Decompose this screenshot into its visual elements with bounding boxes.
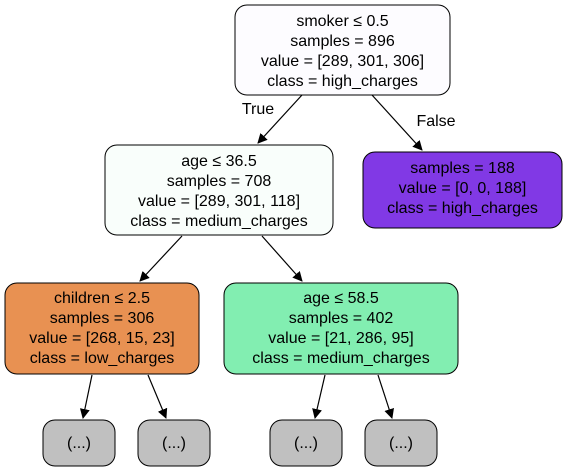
edge-n3-to-leaf2 (147, 374, 168, 419)
node-root: smoker ≤ 0.5 samples = 896 value = [289,… (234, 4, 451, 96)
node-root-line-1: smoker ≤ 0.5 (296, 13, 388, 30)
node-n4: age ≤ 58.5 samples = 402 value = [21, 28… (223, 282, 459, 375)
node-n4-line-3: value = [21, 286, 95] (268, 330, 413, 347)
node-n4-line-1: age ≤ 58.5 (303, 290, 379, 307)
leaf-node-4-label: (...) (389, 435, 413, 452)
edge-n1-to-n3 (139, 235, 183, 282)
false-edge-label: False (416, 113, 455, 130)
node-n2-box (362, 151, 563, 229)
leaf-node-3-label: (...) (294, 435, 318, 452)
leaf-node-4: (...) (364, 419, 438, 467)
node-root-box (234, 4, 451, 96)
node-n3: children ≤ 2.5 samples = 306 value = [26… (4, 282, 200, 375)
leaf-node-4-box (364, 419, 438, 467)
node-n4-line-4: class = medium_charges (252, 350, 429, 367)
edge-n3-to-leaf1 (79, 374, 93, 419)
edge-root-to-n2 (371, 94, 423, 151)
leaf-node-3-box (269, 419, 343, 467)
leaf-node-2-box (137, 419, 211, 467)
node-root-line-4: class = high_charges (267, 73, 418, 90)
leaf-node-2: (...) (137, 419, 211, 467)
node-n2-line-3: class = high_charges (387, 200, 538, 217)
node-n1-line-2: samples = 708 (167, 173, 272, 190)
edges (79, 94, 423, 419)
leaf-node-1: (...) (42, 419, 116, 467)
node-n1-box (104, 144, 334, 236)
node-n1-line-4: class = medium_charges (130, 213, 307, 230)
edge-n4-to-leaf3 (312, 374, 326, 419)
leaf-node-3: (...) (269, 419, 343, 467)
true-edge-label: True (242, 101, 274, 118)
node-n1-line-3: value = [289, 301, 118] (138, 193, 300, 210)
node-n1-line-1: age ≤ 36.5 (181, 153, 257, 170)
node-root-line-3: value = [289, 301, 306] (261, 53, 424, 70)
node-n2: samples = 188 value = [0, 0, 188] class … (362, 151, 563, 229)
edge-root-to-n1 (257, 94, 303, 144)
node-n3-line-1: children ≤ 2.5 (54, 290, 150, 307)
node-root-line-2: samples = 896 (290, 33, 395, 50)
node-n3-line-3: value = [268, 15, 23] (29, 330, 174, 347)
node-n2-line-2: value = [0, 0, 188] (399, 180, 527, 197)
node-n3-line-2: samples = 306 (50, 310, 155, 327)
node-n2-line-1: samples = 188 (410, 160, 515, 177)
edge-n1-to-n4 (261, 235, 303, 282)
node-n1: age ≤ 36.5 samples = 708 value = [289, 3… (104, 144, 334, 236)
leaf-node-1-label: (...) (67, 435, 91, 452)
edge-n4-to-leaf4 (377, 374, 394, 419)
node-n4-box (223, 282, 459, 375)
node-n3-box (4, 282, 200, 375)
leaf-node-2-label: (...) (162, 435, 186, 452)
leaf-node-1-box (42, 419, 116, 467)
node-n4-line-2: samples = 402 (289, 310, 394, 327)
node-n3-line-4: class = low_charges (30, 350, 175, 367)
